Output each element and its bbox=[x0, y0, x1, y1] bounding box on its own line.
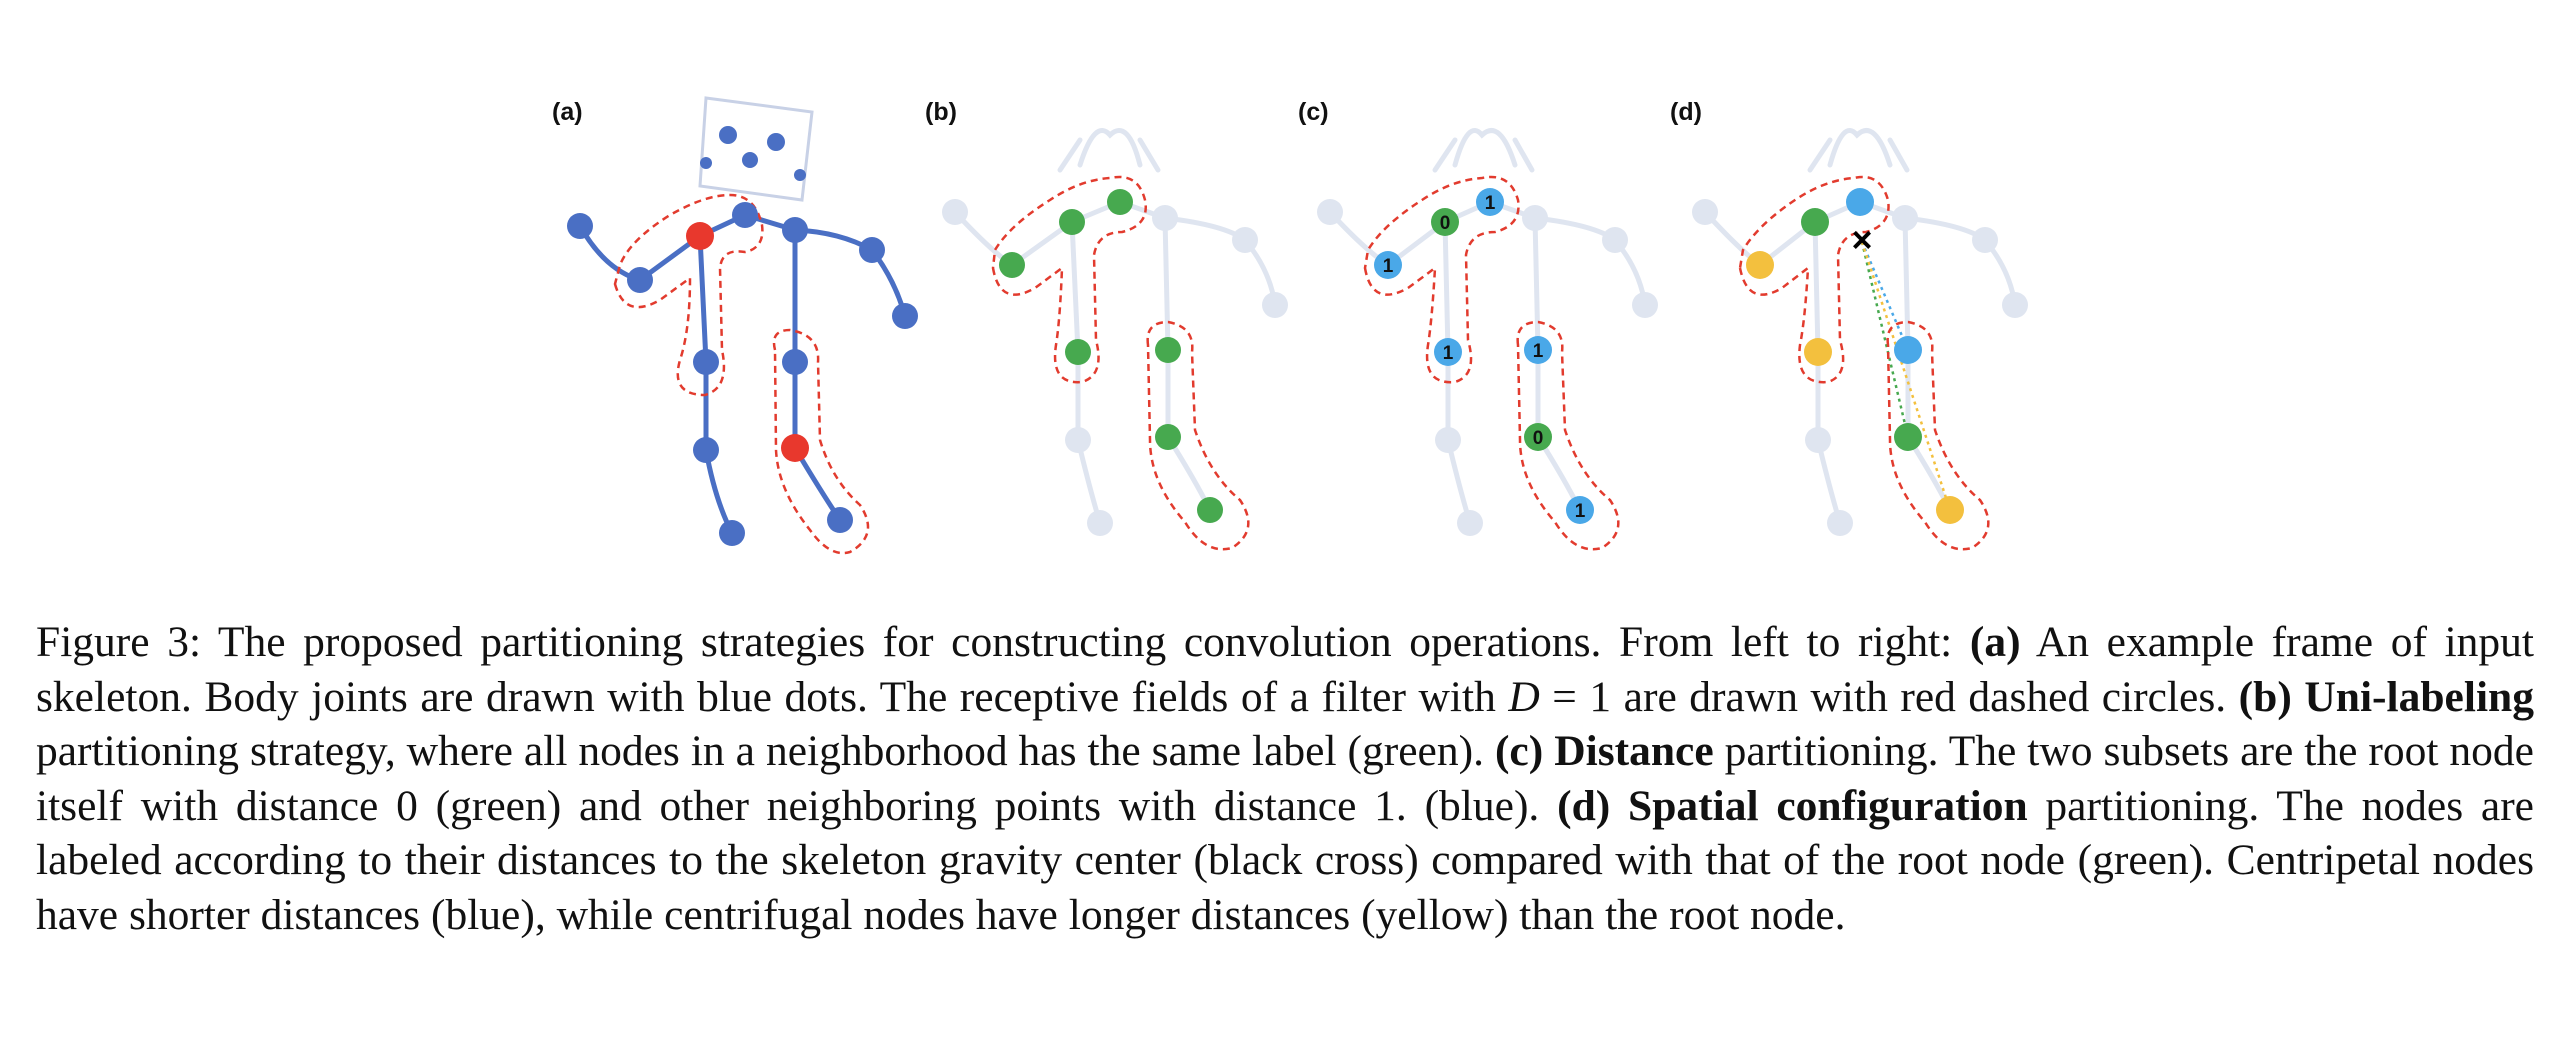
receptive-field-upper-root bbox=[613, 193, 764, 397]
svg-text:0: 0 bbox=[1533, 428, 1544, 449]
faded-joints-b bbox=[942, 199, 1288, 536]
joint-shoulder-right bbox=[782, 217, 808, 243]
node-distance-1: 1 bbox=[1434, 338, 1462, 366]
centripetal-node bbox=[1894, 336, 1922, 364]
receptive-field-knee-root-b bbox=[1146, 320, 1250, 551]
figure-caption: Figure 3: The proposed partitioning stra… bbox=[36, 615, 2534, 942]
joint-hip-left bbox=[693, 349, 719, 375]
caption-c-label: (c) Distance bbox=[1494, 727, 1714, 775]
caption-a-text: An example frame of input skeleton. Body… bbox=[36, 618, 2535, 721]
panel-label-a: (a) bbox=[552, 98, 583, 126]
receptive-field-upper-root-b bbox=[991, 175, 1147, 384]
labeled-nodes-c: 1 0 1 1 1 0 1 bbox=[1374, 188, 1594, 524]
node-distance-1: 1 bbox=[1524, 336, 1552, 364]
green-nodes-b bbox=[999, 189, 1223, 523]
centrifugal-node bbox=[1804, 338, 1832, 366]
joint-shoulder-left-root bbox=[686, 222, 714, 250]
figure-3-partition-diagram: (a) bbox=[552, 96, 2028, 555]
joint-hip-right bbox=[782, 349, 808, 375]
panel-label-d: (d) bbox=[1670, 98, 1702, 126]
joint-hand-left bbox=[567, 213, 593, 239]
joint-hand-right bbox=[892, 303, 918, 329]
node-distance-1: 1 bbox=[1374, 251, 1402, 279]
faded-skeleton-b bbox=[952, 128, 1278, 526]
svg-text:1: 1 bbox=[1533, 341, 1544, 362]
svg-text:1: 1 bbox=[1383, 256, 1394, 277]
node-distance-0: 0 bbox=[1431, 208, 1459, 236]
panel-label-b: (b) bbox=[925, 98, 957, 126]
svg-text:0: 0 bbox=[1440, 213, 1451, 234]
caption-d-text: partitioning. The nodes are labeled acco… bbox=[36, 781, 2534, 939]
receptive-field-upper-root-d bbox=[1738, 175, 1890, 384]
panel-b: (b) bbox=[925, 98, 1288, 551]
caption-math-rest: = 1 bbox=[1539, 672, 1612, 721]
receptive-fields-c bbox=[1363, 175, 1620, 551]
caption-d-label: (d) Spatial configuration bbox=[1557, 781, 2028, 830]
head-dots bbox=[700, 126, 806, 181]
receptive-fields-a bbox=[613, 193, 870, 555]
joint-foot-right bbox=[827, 507, 853, 533]
joint-elbow-left bbox=[627, 267, 653, 293]
centripetal-node bbox=[1846, 188, 1874, 216]
joint-neck bbox=[732, 202, 758, 228]
joint-foot-left bbox=[719, 520, 745, 546]
receptive-field-knee-root-d bbox=[1886, 320, 1990, 551]
receptive-field-knee-root-c bbox=[1516, 320, 1620, 551]
panel-d: (d) bbox=[1670, 98, 2028, 551]
svg-text:1: 1 bbox=[1485, 193, 1496, 214]
receptive-fields-d bbox=[1738, 175, 1990, 551]
caption-lead: Figure 3: The proposed partitioning stra… bbox=[36, 618, 1970, 666]
panel-label-c: (c) bbox=[1298, 98, 1329, 126]
caption-b-text: partitioning strategy, where all nodes i… bbox=[36, 727, 1495, 775]
gravity-center-cross: × bbox=[1851, 219, 1872, 260]
labeled-nodes-d bbox=[1746, 188, 1964, 524]
caption-b-label: (b) Uni-labeling bbox=[2238, 672, 2534, 721]
joint-elbow-right bbox=[859, 237, 885, 263]
node-distance-1: 1 bbox=[1566, 496, 1594, 524]
svg-text:1: 1 bbox=[1443, 343, 1454, 364]
root-node bbox=[1894, 423, 1922, 451]
caption-a-text2: are drawn with red dashed circles. bbox=[1611, 672, 2239, 721]
caption-math-var: D bbox=[1508, 672, 1540, 721]
caption-c-text: partitioning. The two subsets are the ro… bbox=[36, 727, 2534, 830]
receptive-field-upper-root-c bbox=[1363, 175, 1520, 384]
faded-joints-c bbox=[1317, 199, 1658, 536]
receptive-fields-b bbox=[991, 175, 1250, 551]
joint-knee-left bbox=[693, 437, 719, 463]
skeleton-bones-a bbox=[577, 212, 908, 536]
skeleton-joints-a bbox=[567, 202, 918, 546]
faded-joints-d bbox=[1692, 199, 2028, 536]
panel-a: (a) bbox=[552, 96, 918, 555]
root-node bbox=[1801, 208, 1829, 236]
joint-knee-right-root bbox=[781, 434, 809, 462]
node-distance-0: 0 bbox=[1524, 423, 1552, 451]
panel-c: (c) 1 0 bbox=[1298, 98, 1658, 551]
caption-a-label: (a) bbox=[1969, 618, 2021, 666]
svg-text:1: 1 bbox=[1575, 501, 1586, 522]
node-distance-1: 1 bbox=[1476, 188, 1504, 216]
distance-lines-d bbox=[1860, 241, 1952, 511]
head-frame bbox=[698, 96, 814, 202]
centrifugal-node bbox=[1936, 496, 1964, 524]
centrifugal-node bbox=[1746, 251, 1774, 279]
receptive-field-knee-root bbox=[772, 328, 870, 555]
